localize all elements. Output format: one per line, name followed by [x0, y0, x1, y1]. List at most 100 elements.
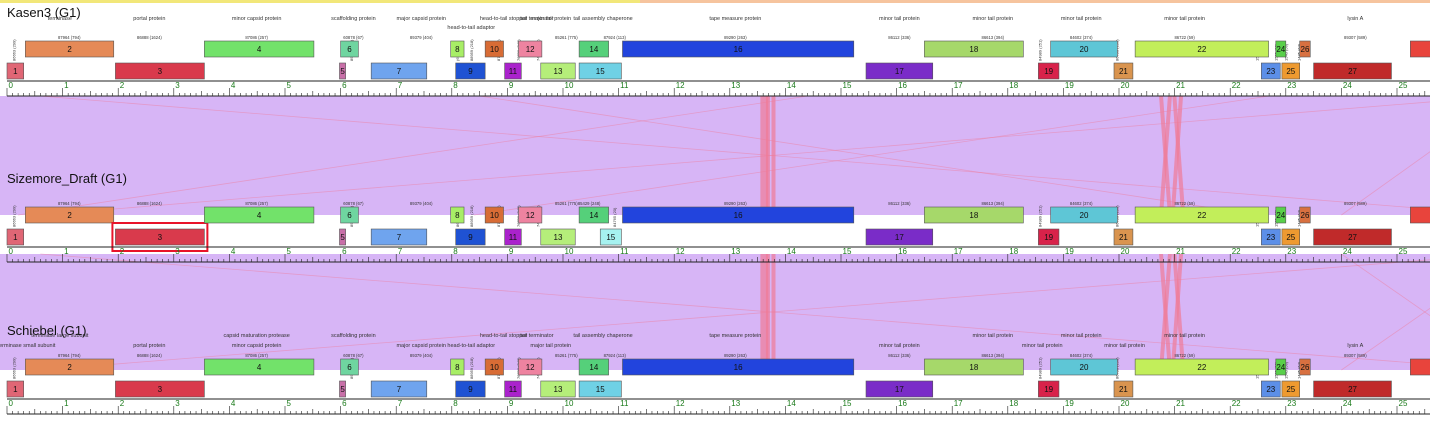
gene-26[interactable]: 26: [1299, 358, 1311, 376]
gene-11[interactable]: 11: [504, 62, 522, 80]
gene-box[interactable]: [518, 358, 543, 376]
gene-box[interactable]: [339, 228, 346, 246]
gene-7[interactable]: 7: [370, 228, 428, 246]
gene-13[interactable]: 13: [540, 62, 576, 80]
gene-box[interactable]: [1313, 62, 1392, 80]
gene-22[interactable]: 22: [1134, 358, 1269, 376]
gene-box[interactable]: [1050, 206, 1118, 224]
gene-box[interactable]: [1038, 62, 1060, 80]
gene-box[interactable]: [1134, 206, 1269, 224]
gene-box[interactable]: [578, 358, 609, 376]
gene-11[interactable]: 11: [504, 228, 522, 246]
gene-13[interactable]: 13: [540, 380, 576, 398]
gene-24[interactable]: 24: [1275, 206, 1287, 224]
gene-26[interactable]: 26: [1299, 40, 1311, 58]
gene-box[interactable]: [1261, 380, 1281, 398]
gene-20[interactable]: 20: [1050, 40, 1118, 58]
gene-5[interactable]: 5: [339, 380, 346, 398]
gene-box[interactable]: [578, 62, 622, 80]
gene-box[interactable]: [484, 206, 504, 224]
gene-17[interactable]: 17: [865, 380, 934, 398]
gene-box[interactable]: [1281, 62, 1300, 80]
gene-24[interactable]: 24: [1275, 40, 1287, 58]
gene-box[interactable]: [1038, 380, 1060, 398]
gene-10[interactable]: 10: [484, 40, 504, 58]
gene-box[interactable]: [622, 40, 855, 58]
gene-17[interactable]: 17: [865, 228, 934, 246]
gene-box[interactable]: [1275, 358, 1287, 376]
gene-box[interactable]: [339, 380, 346, 398]
gene-19[interactable]: 19: [1038, 380, 1060, 398]
gene-14[interactable]: 14: [578, 206, 609, 224]
gene-box[interactable]: [370, 62, 428, 80]
gene-2[interactable]: 2: [25, 358, 115, 376]
gene-22[interactable]: 22: [1134, 40, 1269, 58]
gene-box[interactable]: [1113, 228, 1134, 246]
gene-10[interactable]: 10: [484, 358, 504, 376]
gene-8[interactable]: 8: [450, 40, 465, 58]
gene-6[interactable]: 6: [340, 358, 359, 376]
gene-box[interactable]: [924, 358, 1024, 376]
gene-13[interactable]: 13: [540, 228, 576, 246]
gene-22[interactable]: 22: [1134, 206, 1269, 224]
gene-box[interactable]: [1113, 380, 1134, 398]
gene-box[interactable]: [1275, 206, 1287, 224]
gene-box[interactable]: [1410, 40, 1430, 58]
gene-box[interactable]: [865, 380, 934, 398]
gene-box[interactable]: [25, 40, 115, 58]
gene-16[interactable]: 16: [622, 358, 855, 376]
gene-box[interactable]: [504, 228, 522, 246]
gene-5[interactable]: 5: [339, 228, 346, 246]
gene-box[interactable]: [1050, 40, 1118, 58]
gene-16[interactable]: 16: [622, 206, 855, 224]
gene-27[interactable]: 27: [1313, 62, 1392, 80]
selection-highlight[interactable]: [111, 222, 209, 252]
gene-box[interactable]: [578, 40, 609, 58]
gene-box[interactable]: [1299, 40, 1311, 58]
gene-24[interactable]: 24: [1275, 358, 1287, 376]
gene-14[interactable]: 14: [578, 40, 609, 58]
gene-box[interactable]: [6, 380, 24, 398]
gene-2[interactable]: 2: [25, 40, 115, 58]
gene-box[interactable]: [1261, 62, 1281, 80]
gene-6[interactable]: 6: [340, 40, 359, 58]
gene-box[interactable]: [622, 206, 855, 224]
gene-box[interactable]: [340, 358, 359, 376]
gene-4[interactable]: 4: [204, 40, 315, 58]
gene-4[interactable]: 4: [204, 206, 315, 224]
gene-1[interactable]: 1: [6, 228, 24, 246]
gene-21[interactable]: 21: [1113, 380, 1134, 398]
gene-box[interactable]: [1261, 228, 1281, 246]
gene-1[interactable]: 1: [6, 62, 24, 80]
gene-19[interactable]: 19: [1038, 228, 1060, 246]
gene-18[interactable]: 18: [924, 40, 1024, 58]
gene-box[interactable]: [204, 40, 315, 58]
gene-box[interactable]: [518, 40, 543, 58]
gene-box[interactable]: [115, 62, 205, 80]
gene-box[interactable]: [1299, 206, 1311, 224]
gene-18[interactable]: 18: [924, 358, 1024, 376]
gene-15[interactable]: 15: [578, 380, 622, 398]
gene-9[interactable]: 9: [455, 62, 486, 80]
gene-box[interactable]: [1038, 228, 1060, 246]
gene-3[interactable]: 3: [115, 380, 205, 398]
gene-25[interactable]: 25: [1281, 62, 1300, 80]
gene-box[interactable]: [599, 228, 622, 246]
gene-box[interactable]: [622, 358, 855, 376]
gene-box[interactable]: [450, 358, 465, 376]
gene-box[interactable]: [924, 206, 1024, 224]
gene-box[interactable]: [1281, 380, 1300, 398]
gene-20[interactable]: 20: [1050, 206, 1118, 224]
gene-box[interactable]: [370, 380, 428, 398]
gene-box[interactable]: [450, 206, 465, 224]
gene-box[interactable]: [455, 62, 486, 80]
gene-21[interactable]: 21: [1113, 228, 1134, 246]
gene-box[interactable]: [540, 62, 576, 80]
gene-8[interactable]: 8: [450, 358, 465, 376]
gene-1[interactable]: 1: [6, 380, 24, 398]
gene-7[interactable]: 7: [370, 380, 428, 398]
gene-box[interactable]: [1134, 40, 1269, 58]
gene-box[interactable]: [484, 358, 504, 376]
gene-box[interactable]: [578, 206, 609, 224]
gene-3[interactable]: 3: [115, 62, 205, 80]
